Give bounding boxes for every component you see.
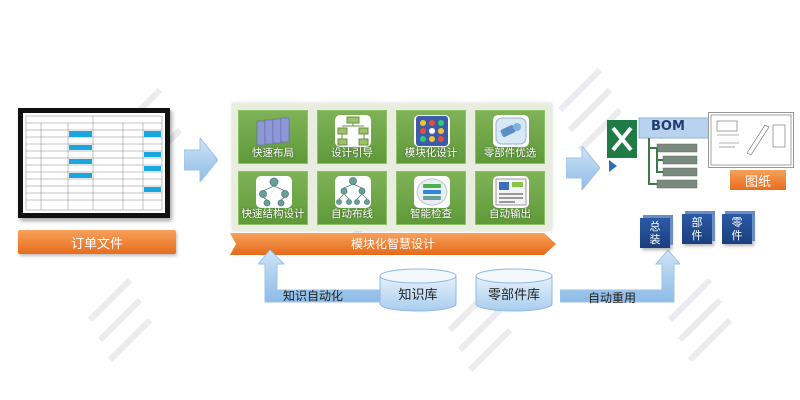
modular-smart-design-banner: 模块化智慧设计 [230,233,556,255]
module-grid-icon [416,116,448,146]
bom-label: BOM [651,119,685,134]
assembly-box-line2: 装 [649,233,661,246]
component-box: 部 件 [682,214,712,244]
banner-label: 模块化智慧设计 [350,237,435,251]
module-label: 模块化设计 [404,147,458,159]
arrow-right-icon [566,146,600,190]
module-tile-structure-design[interactable]: 快速结构设计 [238,171,308,225]
part-select-icon [495,117,527,145]
database-icon [475,268,553,312]
module-tile-smart-check[interactable]: 智能检查 [396,171,466,225]
module-label: 快速结构设计 [241,208,305,220]
arrow-right-icon [184,138,218,182]
part-box: 零 件 [722,214,752,244]
drawing-thumbnail [708,112,794,168]
part-box-line1: 零 [731,216,743,229]
flow-guide-icon [337,116,369,146]
module-tile-part-select[interactable]: 零部件优选 [475,110,545,164]
module-label: 零部件优选 [483,147,537,159]
part-box-line2: 件 [731,229,743,242]
modules-panel: 快速布局 设计引导 [232,103,552,231]
module-label: 自动输出 [489,208,531,220]
banner-arrow-shape [230,233,556,255]
order-form-icon [25,115,163,211]
smart-check-icon [416,178,448,206]
module-label: 设计引导 [331,147,373,159]
structure-tree-icon [259,177,289,207]
arrow-up-icon [560,250,680,303]
module-tile-auto-wiring[interactable]: 自动布线 [317,171,387,225]
assembly-box-line1: 总 [649,220,661,233]
module-tile-auto-output[interactable]: 自动输出 [475,171,545,225]
auto-reuse-label: 自动重用 [588,291,637,305]
module-label: 自动布线 [331,208,373,220]
component-box-line1: 部 [691,216,703,229]
technical-drawing-icon [710,114,792,166]
bom-output: BOM [605,116,715,206]
module-tile-modular-design[interactable]: 模块化设计 [396,110,466,164]
excel-icon [607,117,712,189]
drawing-label-bar: 图纸 [710,170,795,190]
module-tile-quick-layout[interactable]: 快速布局 [238,110,308,164]
database-icon [379,268,457,312]
component-box-line2: 件 [691,229,703,242]
wiring-icon [336,177,370,205]
module-tile-design-guide[interactable]: 设计引导 [317,110,387,164]
auto-output-icon [495,178,527,206]
module-label: 智能检查 [410,208,452,220]
module-label: 快速布局 [252,147,294,159]
order-file-label: 订单文件 [18,230,176,254]
order-document-image [18,108,170,218]
cabinet-layout-icon [256,117,290,146]
parts-db-label: 零部件库 [487,288,540,303]
knowledge-automation-label: 知识自动化 [283,289,344,303]
assembly-box: 总 装 [640,218,670,248]
knowledge-db-label: 知识库 [398,288,438,303]
drawing-label: 图纸 [730,170,786,190]
